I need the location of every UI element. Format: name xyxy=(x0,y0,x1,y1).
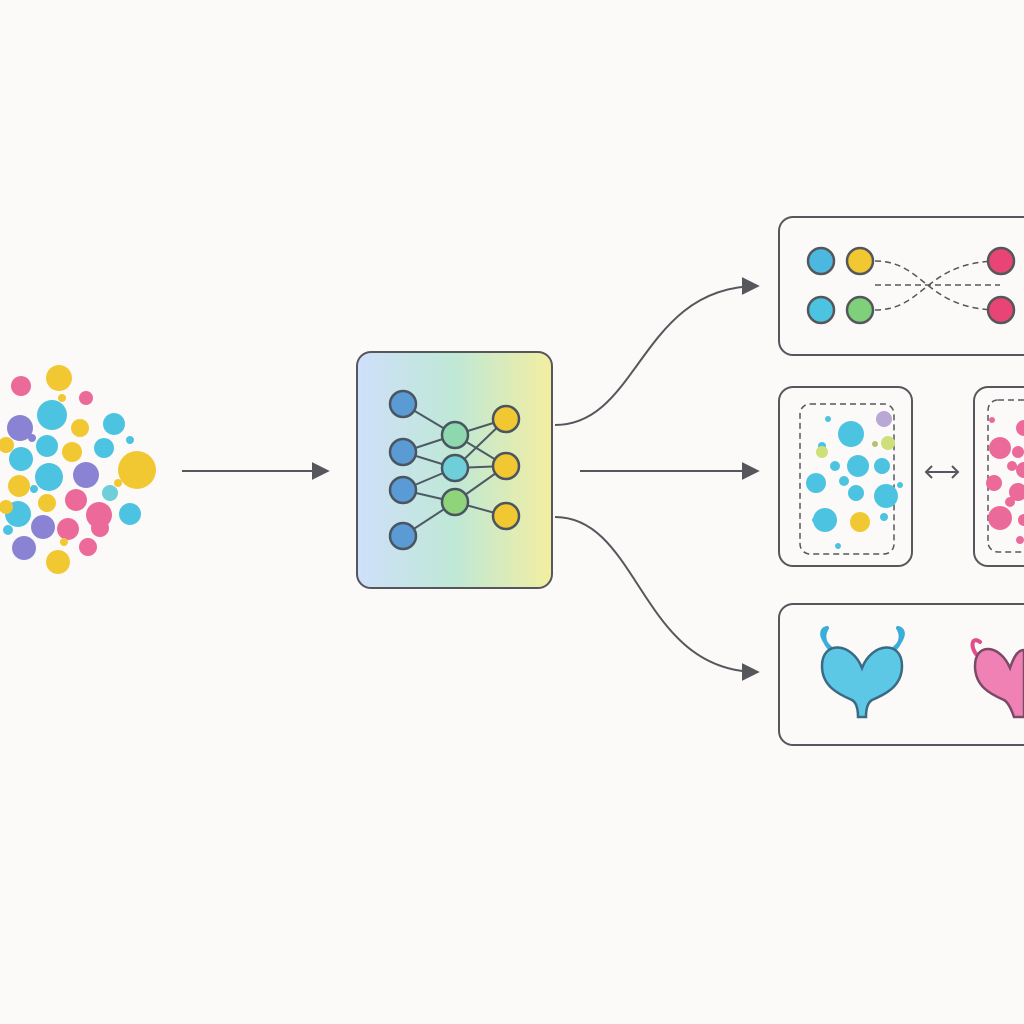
cluster-dot xyxy=(119,503,141,525)
population-dot xyxy=(876,411,892,427)
population-dot xyxy=(847,455,869,477)
population-dot xyxy=(989,417,995,423)
population-dot xyxy=(813,508,837,532)
population-dot xyxy=(848,485,864,501)
cluster-dot xyxy=(38,494,56,512)
population-dot xyxy=(1005,497,1015,507)
cluster-dot xyxy=(118,451,156,489)
output-node xyxy=(491,404,521,434)
link-node xyxy=(845,246,875,276)
cluster-dot xyxy=(35,463,63,491)
top-output-panel xyxy=(778,216,1024,356)
population-dot xyxy=(816,446,828,458)
arrow-model-to-bottom xyxy=(554,516,760,681)
link-node xyxy=(806,246,836,276)
output-node xyxy=(491,501,521,531)
dashed-links xyxy=(874,260,1001,311)
link-node xyxy=(845,295,875,325)
cluster-dot xyxy=(126,436,134,444)
input-node xyxy=(388,475,418,505)
cluster-dot xyxy=(9,447,33,471)
cluster-dot xyxy=(28,434,36,442)
population-dot xyxy=(1016,420,1024,436)
cluster-dot xyxy=(71,419,89,437)
organ-pink xyxy=(970,638,1024,719)
population-dot xyxy=(874,484,898,508)
cluster-dot xyxy=(12,536,36,560)
hidden-node xyxy=(440,453,470,483)
neural-network-icon xyxy=(356,351,553,589)
cell-population-icon xyxy=(778,386,1024,567)
cluster-dot xyxy=(79,538,97,556)
link-node xyxy=(806,295,836,325)
population-dot xyxy=(1009,483,1024,501)
population-dot xyxy=(850,512,870,532)
population-dot xyxy=(812,517,818,523)
node-link-icon xyxy=(778,216,1024,356)
cluster-dot xyxy=(91,519,109,537)
population-dots-right xyxy=(986,417,1024,544)
cluster-dot xyxy=(79,391,93,405)
population-dot xyxy=(1016,462,1024,478)
cluster-dot xyxy=(0,500,13,514)
population-dot xyxy=(806,473,826,493)
cluster-dot xyxy=(11,376,31,396)
link-node xyxy=(986,295,1016,325)
input-node xyxy=(388,389,418,419)
arrow-model-to-top xyxy=(554,277,760,426)
cluster-dot xyxy=(102,485,118,501)
population-dot xyxy=(1007,461,1017,471)
input-node xyxy=(388,437,418,467)
population-dot xyxy=(989,437,1011,459)
population-dot xyxy=(986,475,1002,491)
cluster-dot xyxy=(62,442,82,462)
hidden-node xyxy=(440,420,470,450)
population-dot xyxy=(1016,536,1024,544)
cluster-dot xyxy=(30,485,38,493)
cluster-dot xyxy=(58,394,66,402)
population-dot xyxy=(825,416,831,422)
link-node xyxy=(986,246,1016,276)
cluster-dot xyxy=(36,435,58,457)
organ-icon xyxy=(778,603,1024,746)
population-dot xyxy=(835,543,841,549)
population-dot xyxy=(880,513,888,521)
population-dots-left xyxy=(806,411,903,549)
population-dot xyxy=(839,476,849,486)
population-dot xyxy=(897,482,903,488)
network-nodes xyxy=(388,389,521,551)
population-dot xyxy=(881,436,895,450)
cluster-dot xyxy=(8,475,30,497)
population-region-left xyxy=(799,403,895,555)
population-dot xyxy=(988,506,1012,530)
population-dot xyxy=(1012,446,1024,458)
cluster-dot xyxy=(3,525,13,535)
organ-blue xyxy=(820,626,905,719)
double-arrow-icon xyxy=(924,465,960,479)
cluster-dot xyxy=(46,550,70,574)
population-dot xyxy=(874,458,890,474)
cluster-dot xyxy=(57,518,79,540)
hidden-node xyxy=(440,487,470,517)
population-region-right xyxy=(987,399,1024,553)
population-dot xyxy=(1018,514,1024,526)
cluster-dot xyxy=(94,438,114,458)
input-node xyxy=(388,521,418,551)
cluster-dot xyxy=(0,437,14,453)
dot-cluster-icon xyxy=(0,365,156,574)
cluster-dot xyxy=(31,515,55,539)
population-dot xyxy=(838,421,864,447)
output-node xyxy=(491,451,521,481)
population-dot xyxy=(830,461,840,471)
cluster-dot xyxy=(60,538,68,546)
cluster-dot xyxy=(73,462,99,488)
cluster-dot xyxy=(103,413,125,435)
cluster-dot xyxy=(7,415,33,441)
cluster-dot xyxy=(37,400,67,430)
population-dot xyxy=(872,441,878,447)
cluster-dot xyxy=(46,365,72,391)
cluster-dot xyxy=(114,479,122,487)
cluster-dot xyxy=(65,489,87,511)
